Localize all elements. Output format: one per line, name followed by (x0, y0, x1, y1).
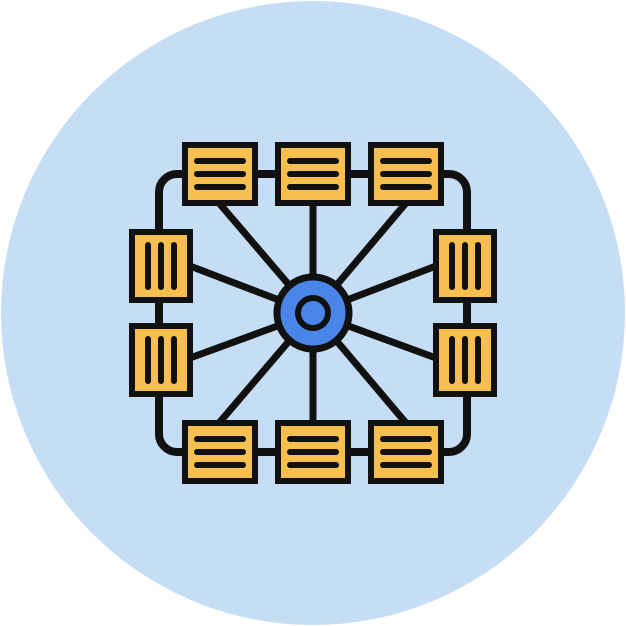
node-bottom-left (182, 420, 258, 484)
node-bottom-right (368, 420, 444, 484)
node-top-center (275, 142, 351, 206)
node-left-upper (129, 229, 193, 303)
node-bottom-center (275, 420, 351, 484)
hub-inner (295, 295, 331, 331)
node-right-upper (433, 229, 497, 303)
node-right-lower (433, 323, 497, 397)
node-left-lower (129, 323, 193, 397)
hub (273, 273, 353, 353)
node-top-right (368, 142, 444, 206)
node-top-left (182, 142, 258, 206)
